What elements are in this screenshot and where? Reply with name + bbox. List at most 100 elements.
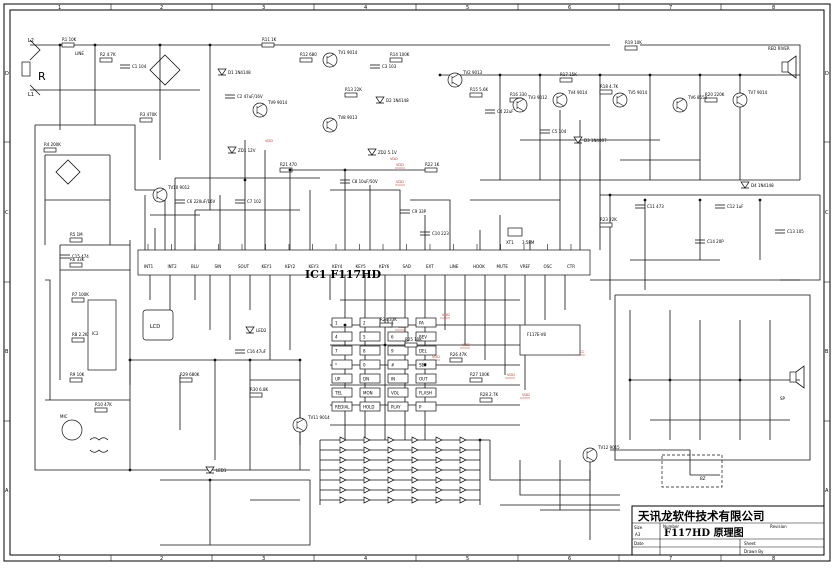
crystal-oscillator: XT1 3.58M bbox=[506, 227, 535, 245]
junction-dot bbox=[343, 323, 347, 327]
capacitor-value: C6 220uF/16V bbox=[187, 199, 216, 204]
resistor-value: R20 220K bbox=[705, 92, 725, 97]
vdd-label: VDD bbox=[396, 163, 404, 167]
transistor-value: TV12 9015 bbox=[597, 445, 620, 450]
resistor bbox=[279, 167, 293, 173]
lcd-label: LCD bbox=[150, 324, 160, 330]
led-diode bbox=[435, 436, 443, 444]
junction-dot bbox=[213, 358, 217, 362]
keypad-key bbox=[387, 359, 409, 370]
keypad-key-label: REV bbox=[419, 335, 427, 340]
speaker-bottom-right: SP bbox=[780, 365, 805, 401]
led-diode bbox=[459, 446, 467, 454]
resistor bbox=[424, 167, 438, 173]
lcd-module: LCD bbox=[142, 309, 174, 341]
led-diode bbox=[339, 436, 347, 444]
buzzer-label: BZ bbox=[700, 476, 706, 481]
col-number: 1 bbox=[58, 556, 61, 562]
capacitor-value: C12 1uF bbox=[727, 204, 744, 209]
junction-dot bbox=[343, 168, 347, 172]
resistor bbox=[61, 42, 75, 48]
capacitor-value: C5 104 bbox=[552, 129, 567, 134]
diode-body bbox=[245, 326, 255, 334]
mic-label: MIC bbox=[60, 414, 68, 419]
capacitor-value: C16 47uF bbox=[247, 349, 267, 354]
transistor-body bbox=[322, 117, 338, 133]
led-diode bbox=[435, 456, 443, 464]
resistor bbox=[249, 392, 263, 398]
resistor-value: R17 15K bbox=[560, 72, 577, 77]
junction-dot bbox=[128, 358, 132, 362]
col-number: 5 bbox=[466, 5, 469, 11]
diode-value: D4 1N4148 bbox=[751, 183, 774, 188]
capacitor-value: C14 20P bbox=[707, 239, 724, 244]
junction-dot bbox=[93, 43, 97, 47]
capacitor-value: C2 47uF/16V bbox=[237, 94, 263, 99]
row-letter: A bbox=[825, 488, 829, 494]
col-number: 6 bbox=[568, 556, 571, 562]
resistor bbox=[704, 97, 718, 103]
junction-dot bbox=[648, 73, 652, 77]
led-diode bbox=[363, 466, 371, 474]
junction-dot bbox=[643, 198, 647, 202]
row-letter: C bbox=[5, 210, 9, 216]
resistor bbox=[344, 92, 358, 98]
led-diode bbox=[435, 486, 443, 494]
led-diode bbox=[339, 446, 347, 454]
row-letter: D bbox=[825, 71, 829, 77]
resistor bbox=[179, 377, 193, 383]
capacitor-value: C13 105 bbox=[787, 229, 804, 234]
resistor bbox=[94, 407, 108, 413]
resistor-value: R25 10K bbox=[405, 337, 422, 342]
resistor bbox=[469, 377, 483, 383]
diode-value: ZD1 12V bbox=[238, 148, 256, 153]
keypad-key bbox=[331, 387, 353, 398]
diode-body bbox=[740, 181, 750, 189]
junction-dot bbox=[698, 73, 702, 77]
led-diode bbox=[435, 466, 443, 474]
sheet-label: Sheet bbox=[744, 541, 756, 546]
col-number: 5 bbox=[466, 556, 469, 562]
led-diode bbox=[459, 456, 467, 464]
resistor-value: R19 10K bbox=[625, 40, 642, 45]
keypad-key bbox=[387, 387, 409, 398]
led-diode bbox=[411, 496, 419, 504]
diode-value: ZD2 5.1V bbox=[378, 150, 397, 155]
keypad-key bbox=[415, 331, 437, 342]
transistor-value: TV9 9014 bbox=[267, 100, 288, 105]
crystal-label: XT1 bbox=[506, 240, 514, 245]
resistor-value: R27 100K bbox=[470, 372, 490, 377]
buzzer-box: BZ bbox=[661, 454, 723, 488]
col-number: 4 bbox=[364, 5, 367, 11]
transistor-body bbox=[322, 52, 338, 68]
size-label: Size bbox=[634, 525, 643, 530]
line-l1-label: L1 bbox=[28, 92, 34, 98]
capacitor-value: C4 22uF bbox=[497, 109, 514, 114]
ic-pin-label: INT2 bbox=[168, 264, 178, 269]
ic-pin-label: KEY2 bbox=[285, 264, 296, 269]
transistor-leads bbox=[256, 103, 265, 117]
transistor-value: TV3 9012 bbox=[527, 95, 548, 100]
keypad-key bbox=[359, 387, 381, 398]
resistor-value: R23 22K bbox=[600, 217, 617, 222]
resistor-value: R7 100K bbox=[72, 292, 89, 297]
resistor-value: R9 10K bbox=[70, 372, 85, 377]
resistor-value: R24 33K bbox=[380, 317, 397, 322]
diode-body bbox=[217, 68, 227, 76]
diode-value: LED1 bbox=[216, 468, 227, 473]
resistor-value: R13 22K bbox=[345, 87, 362, 92]
resistor-value: R8 2.2K bbox=[72, 332, 88, 337]
led-diode bbox=[387, 496, 395, 504]
vdd-label: VDD bbox=[432, 355, 440, 359]
drawing-title: F117HD 原理图 bbox=[664, 527, 744, 539]
transistor-body bbox=[252, 102, 268, 118]
diode-body bbox=[573, 136, 583, 144]
junction-dots bbox=[58, 43, 762, 482]
junction-dot bbox=[478, 438, 482, 442]
row-letter: B bbox=[825, 349, 829, 355]
diode-value: D2 1N4148 bbox=[386, 98, 409, 103]
led-diode bbox=[387, 436, 395, 444]
